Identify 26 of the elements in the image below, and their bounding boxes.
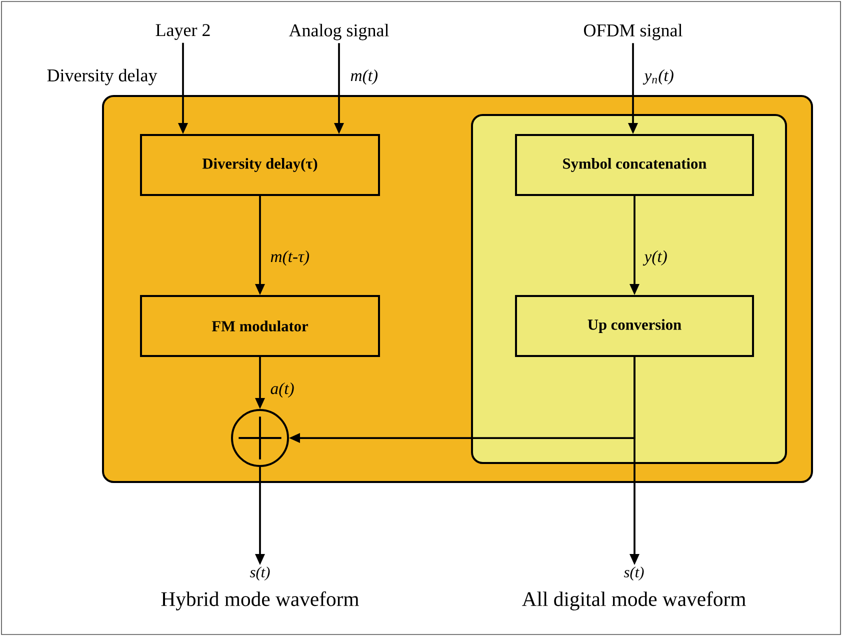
input-label: Diversity delay (47, 68, 158, 86)
arrow (334, 43, 344, 134)
process-box: Up conversion (515, 295, 754, 357)
edge-label: m(t) (350, 69, 378, 85)
adder-circle (231, 409, 289, 467)
signal-label: s(t) (624, 566, 644, 580)
edge-label: y$_{n}$(t) (642, 69, 674, 85)
arrow (255, 467, 265, 565)
arrow (630, 357, 640, 565)
signal-label: s(t) (250, 566, 270, 580)
arrow (178, 42, 188, 134)
edge-label: m(t-τ) (270, 250, 310, 266)
input-label: Layer 2 (156, 24, 210, 40)
arrow (628, 43, 638, 134)
process-box: FM modulator (140, 295, 380, 357)
process-box: Diversity delay(τ) (140, 134, 380, 196)
edge-label: a(t) (270, 382, 294, 398)
arrow (255, 196, 265, 295)
output-label: Hybrid mode waveform (161, 591, 359, 610)
arrow (630, 196, 640, 295)
edge-label: y(t) (642, 250, 667, 266)
input-label: Analog signal (288, 24, 389, 40)
process-box: Symbol concatenation (515, 134, 754, 196)
input-label: OFDM signal (584, 24, 682, 40)
arrow (255, 357, 265, 409)
output-label: All digital mode waveform (522, 591, 746, 610)
